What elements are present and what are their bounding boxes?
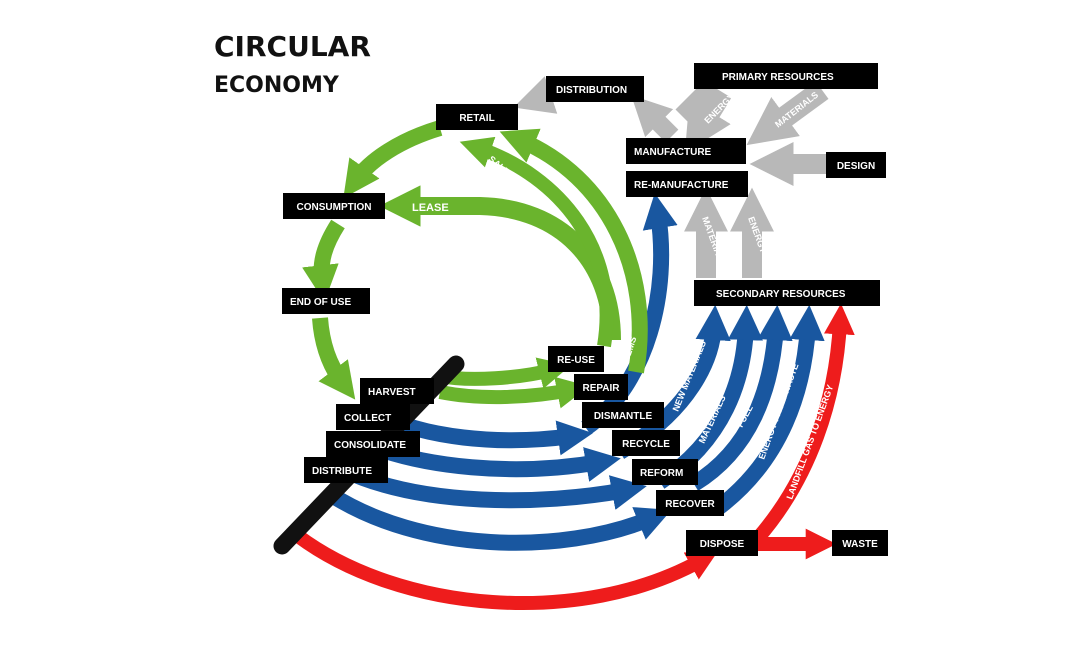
node-consolidate: CONSOLIDATE	[326, 431, 420, 457]
node-reform-label: REFORM	[640, 468, 683, 479]
node-consolidate-label: CONSOLIDATE	[334, 440, 406, 451]
end-of-use-to-harvest-arrow	[312, 317, 356, 400]
energy-from-waste-arc	[713, 304, 825, 515]
node-retail: RETAIL	[436, 104, 518, 130]
node-dismantle: DISMANTLE	[582, 402, 664, 428]
parts-label: PARTS	[648, 357, 667, 388]
node-secondary-resources: SECONDARY RESOURCES	[694, 280, 880, 306]
node-dismantle-label: DISMANTLE	[594, 411, 653, 422]
node-recover-label: RECOVER	[665, 499, 715, 510]
blue-arc-recover	[325, 487, 672, 551]
landfill-gas-arrow	[752, 303, 855, 543]
title-line-1: CIRCULAR	[214, 30, 371, 63]
fuel-arc	[689, 304, 793, 491]
diagram-title: CIRCULAR ECONOMY	[214, 30, 371, 98]
node-design: DESIGN	[826, 152, 886, 178]
node-consumption-label: CONSUMPTION	[297, 202, 372, 213]
repair-loop	[438, 376, 589, 409]
node-collect: COLLECT	[336, 404, 410, 430]
node-distribution: DISTRIBUTION	[546, 76, 644, 102]
node-manufacture: MANUFACTURE	[626, 138, 746, 164]
lease-label: LEASE	[412, 202, 449, 214]
node-recycle: RECYCLE	[612, 430, 680, 456]
node-re-use-label: RE-USE	[557, 355, 595, 366]
node-re-use: RE-USE	[548, 346, 604, 372]
node-distribution-label: DISTRIBUTION	[556, 85, 627, 96]
node-repair: REPAIR	[574, 374, 628, 400]
node-dispose: DISPOSE	[686, 530, 758, 556]
node-reform: REFORM	[632, 459, 698, 485]
node-dispose-label: DISPOSE	[700, 539, 745, 550]
node-primary-resources: PRIMARY RESOURCES	[694, 63, 878, 89]
node-waste: WASTE	[832, 530, 888, 556]
node-re-manufacture: RE-MANUFACTURE	[626, 171, 748, 197]
node-recover: RECOVER	[656, 490, 724, 516]
red-flows	[293, 303, 855, 610]
green-flows	[302, 120, 648, 409]
title-line-2: ECONOMY	[214, 73, 340, 98]
manufacture-to-distribution-arrow	[631, 95, 679, 143]
retail-to-consumption-arrow	[343, 120, 443, 199]
materials-primary-arrow	[746, 81, 829, 146]
consumption-to-end-of-use-arrow	[302, 219, 345, 302]
node-harvest: HARVEST	[360, 378, 434, 404]
node-retail-label: RETAIL	[459, 113, 494, 124]
node-collect-label: COLLECT	[344, 413, 391, 424]
node-distribute-label: DISTRIBUTE	[312, 466, 372, 477]
node-design-label: DESIGN	[837, 161, 875, 172]
node-boxes: RETAIL DISTRIBUTION PRIMARY RESOURCES MA…	[282, 63, 888, 556]
node-secondary-resources-label: SECONDARY RESOURCES	[716, 289, 846, 300]
node-primary-resources-label: PRIMARY RESOURCES	[722, 72, 834, 83]
grey-flows	[513, 76, 829, 278]
node-distribute: DISTRIBUTE	[304, 457, 388, 483]
items-arc	[499, 128, 648, 374]
node-end-of-use: END OF USE	[282, 288, 370, 314]
node-end-of-use-label: END OF USE	[290, 297, 351, 308]
node-consumption: CONSUMPTION	[283, 193, 385, 219]
node-recycle-label: RECYCLE	[622, 439, 670, 450]
energy-primary-head	[684, 86, 732, 153]
node-re-manufacture-label: RE-MANUFACTURE	[634, 180, 729, 191]
node-waste-label: WASTE	[842, 539, 878, 550]
node-repair-label: REPAIR	[582, 383, 620, 394]
node-harvest-label: HARVEST	[368, 387, 416, 398]
node-manufacture-label: MANUFACTURE	[634, 147, 712, 158]
to-dispose-arrow	[293, 530, 719, 610]
